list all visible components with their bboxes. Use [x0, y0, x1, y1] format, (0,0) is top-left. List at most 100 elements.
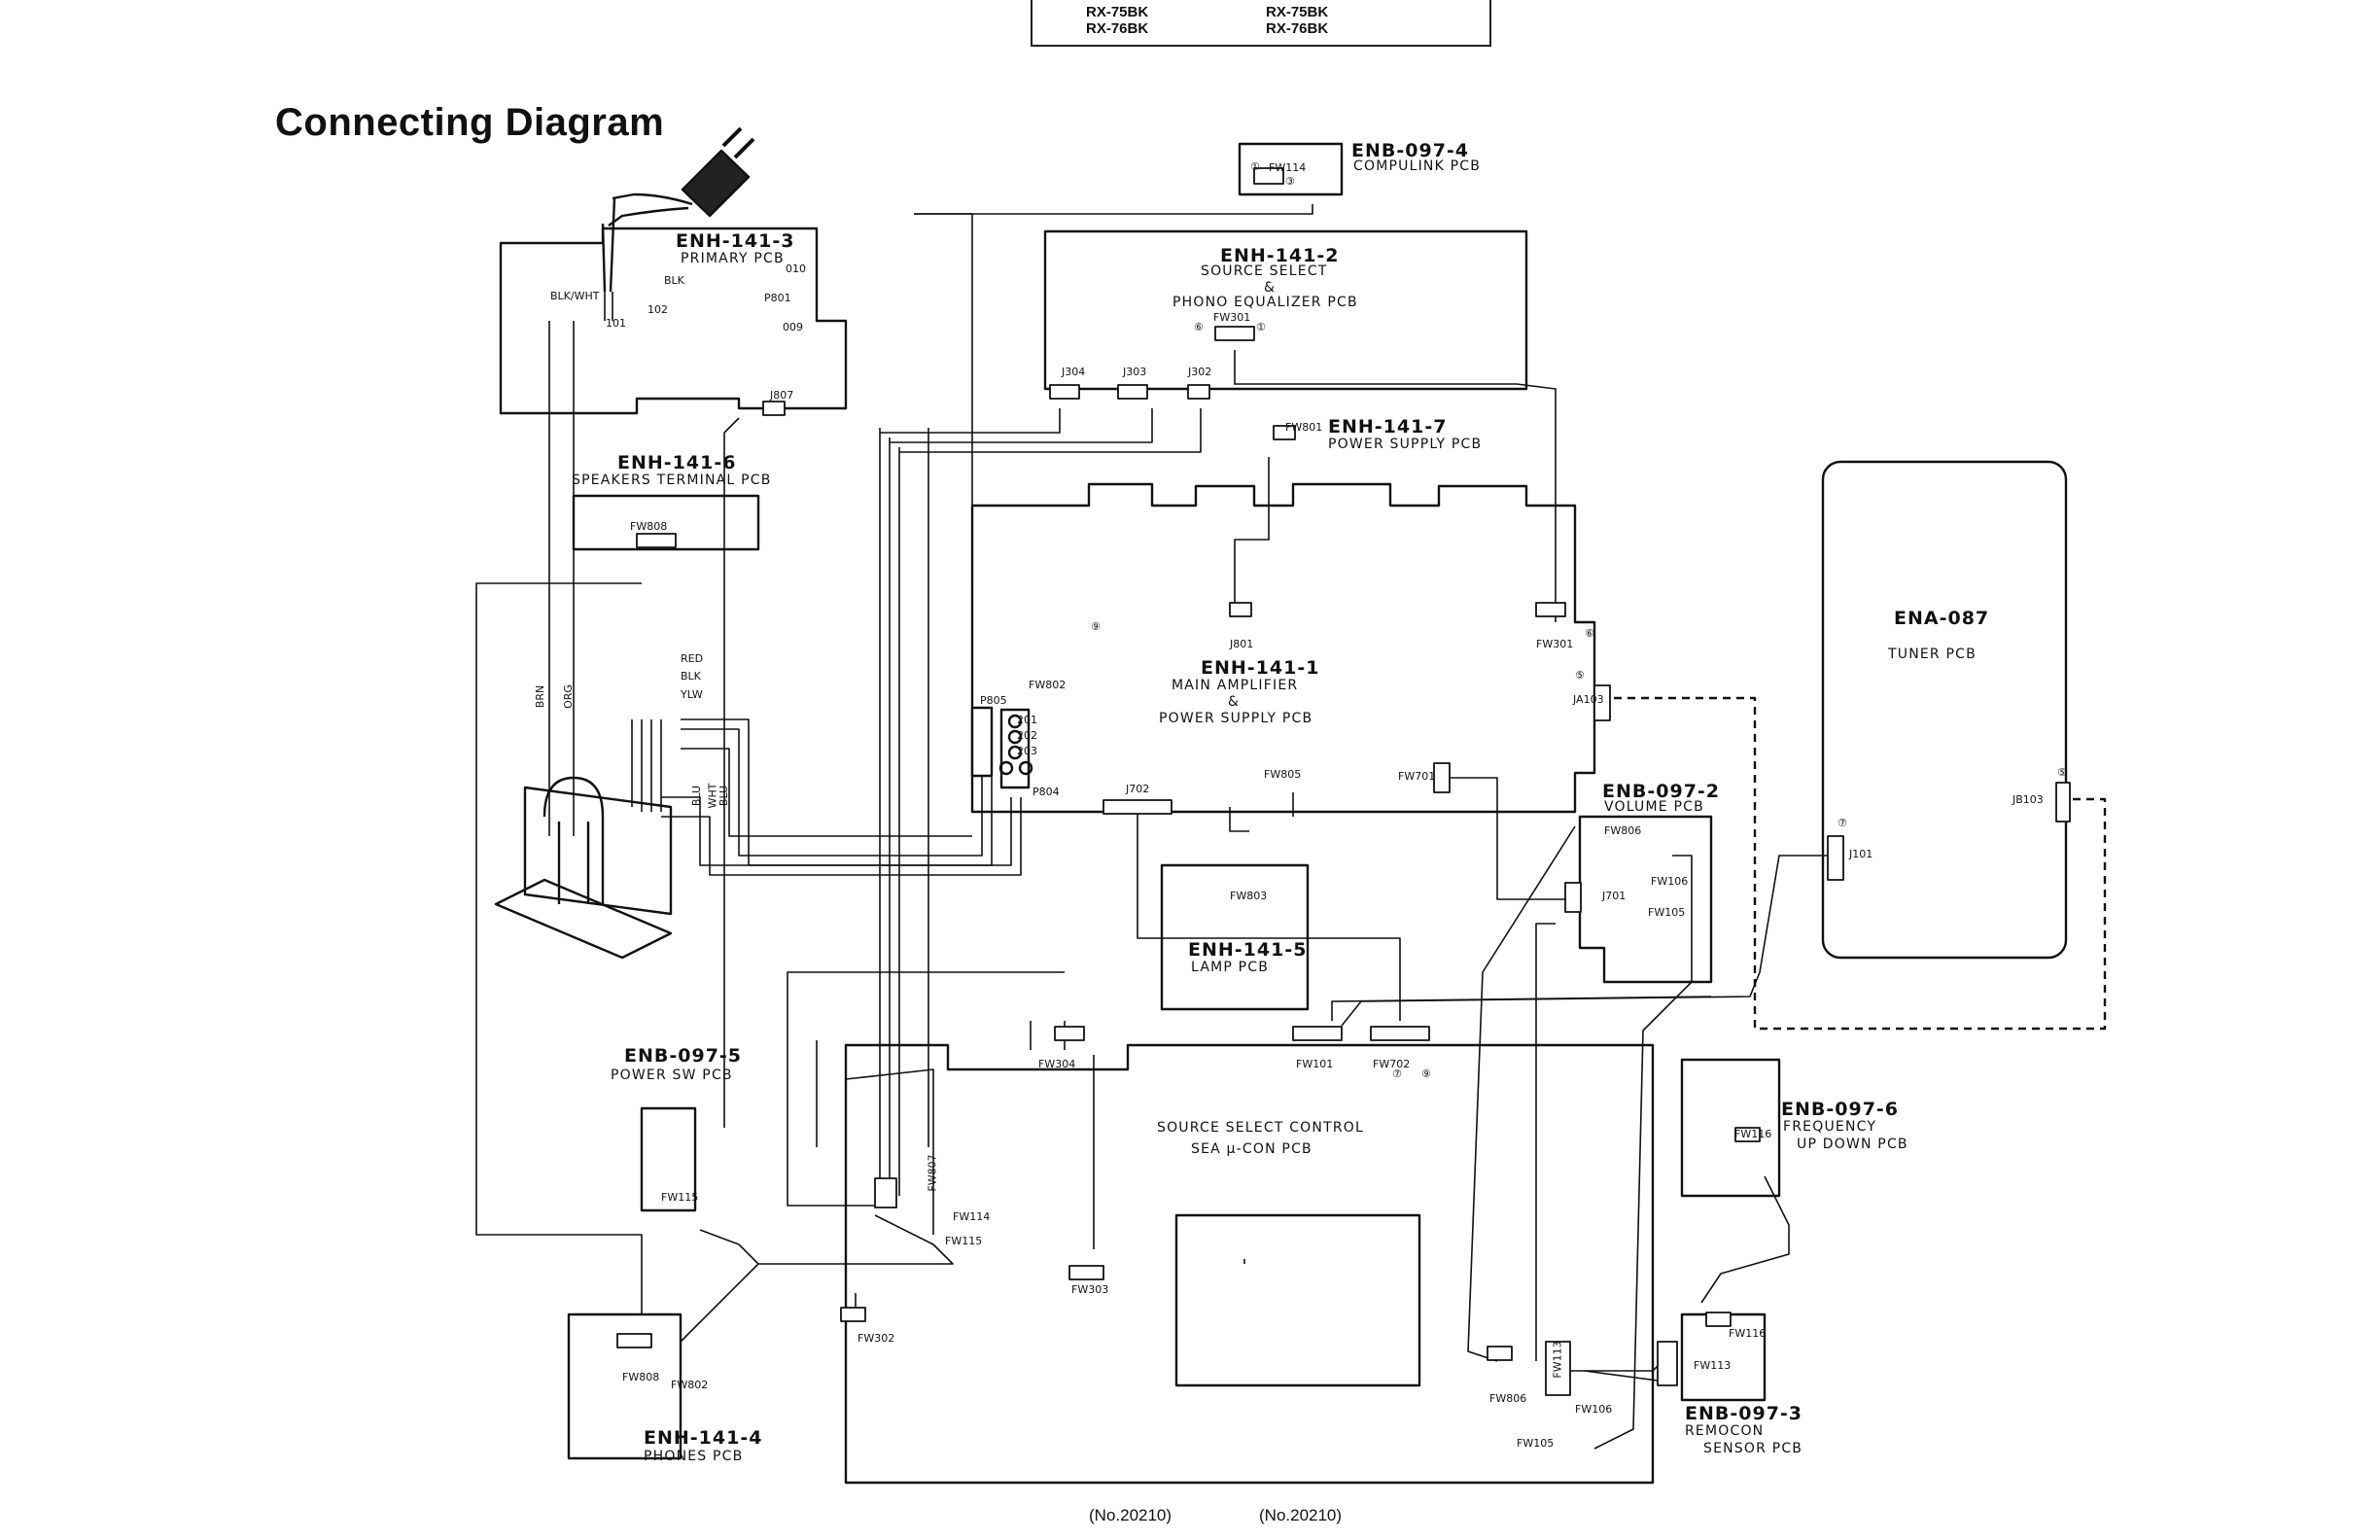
label-volume-id: ENB-097-2 [1602, 781, 1721, 802]
conn-j302: J302 [1188, 366, 1212, 378]
pin-3-compulink: ③ [1285, 175, 1295, 188]
label-tuner-name: TUNER PCB [1888, 647, 1977, 662]
footer-code-right: (No.20210) [1259, 1506, 1343, 1524]
conn-fw806: FW806 [1604, 824, 1642, 837]
label-source-select-amp: & [1264, 280, 1277, 296]
label-lamp-name: LAMP PCB [1191, 960, 1270, 975]
conn-p801: P801 [764, 292, 791, 304]
label-main-amp-id: ENH-141-1 [1201, 657, 1320, 679]
wire-brn: BRN [534, 684, 547, 709]
conn-fw806b: FW806 [1489, 1392, 1527, 1405]
conn-jb103: JB103 [2012, 793, 2044, 806]
conn-j701: J701 [1602, 890, 1627, 902]
label-remocon-id: ENB-097-3 [1685, 1403, 1803, 1424]
transformer-icon [494, 700, 673, 960]
wire-red: RED [681, 652, 704, 665]
terminal-block-p805 [970, 706, 1033, 789]
model-rx75bk-right: RX-75BK [1266, 4, 1329, 20]
model-list-right: RX-75BK RX-76BK [1266, 4, 1328, 37]
wire-org: ORG [561, 684, 575, 709]
label-freq-name: FREQUENCY [1783, 1119, 1877, 1135]
model-rx76bk-left: RX-76BK [1086, 20, 1149, 37]
label-speakers-name: SPEAKERS TERMINAL PCB [572, 472, 772, 488]
label-power-supply-id: ENH-141-7 [1328, 416, 1448, 438]
conn-fw303: FW303 [1071, 1283, 1109, 1296]
label-phones-name: PHONES PCB [644, 1449, 744, 1464]
conn-fw304: FW304 [1038, 1058, 1076, 1070]
label-source-select-name2: PHONO EQUALIZER PCB [1172, 295, 1358, 310]
model-number-box: RX-75BK RX-76BK RX-75BK RX-76BK [1031, 0, 1491, 47]
board-outline-phones [567, 1312, 682, 1460]
conn-fw802: FW802 [1029, 679, 1067, 691]
label-freq-name2: UP DOWN PCB [1797, 1137, 1908, 1152]
board-outline-compulink [1238, 142, 1344, 196]
label-primary-id: ENH-141-3 [676, 230, 795, 252]
label-freq-id: ENB-097-6 [1781, 1099, 1900, 1120]
conn-j807: J807 [770, 389, 794, 402]
label-main-amp-name: MAIN AMPLIFIER [1172, 678, 1299, 693]
conn-101: 101 [606, 317, 626, 330]
pin-7-j101: ⑦ [1838, 817, 1847, 829]
label-power-supply-name: POWER SUPPLY PCB [1328, 437, 1483, 452]
display-window [1174, 1213, 1421, 1387]
model-list-left: RX-75BK RX-76BK [1086, 4, 1148, 37]
conn-ja103: JA103 [1573, 693, 1604, 706]
conn-fw701: FW701 [1398, 770, 1436, 783]
label-power-sw-name: POWER SW PCB [611, 1068, 733, 1083]
model-rx76bk-right: RX-76BK [1266, 20, 1329, 37]
label-source-ctrl-name: SOURCE SELECT CONTROL [1157, 1120, 1364, 1136]
label-power-sw-id: ENB-097-5 [624, 1045, 743, 1067]
conn-fw105: FW105 [1648, 906, 1686, 919]
conn-fw105b: FW105 [1517, 1437, 1555, 1450]
label-remocon-name: REMOCON [1685, 1423, 1765, 1439]
board-outline-source-ctrl [844, 1043, 1655, 1485]
conn-fw808: FW808 [622, 1371, 660, 1383]
conn-fw302: FW302 [858, 1332, 895, 1345]
conn-fw115b: FW115 [945, 1235, 983, 1247]
conn-009: 009 [783, 321, 803, 333]
label-primary-name: PRIMARY PCB [681, 251, 785, 266]
board-outline-primary [499, 227, 848, 415]
conn-p804: P804 [1032, 786, 1060, 798]
conn-fw702: FW702 [1373, 1058, 1411, 1070]
pin-1-compulink: ① [1250, 160, 1260, 173]
conn-102: 102 [648, 303, 668, 316]
conn-p805: P805 [980, 694, 1007, 707]
board-outline-power-sw [640, 1106, 697, 1212]
conn-fw114-top: FW114 [1269, 161, 1307, 174]
conn-fw113b: FW113 [1551, 1341, 1564, 1379]
tuner-dashed-link [1614, 696, 2107, 1031]
label-compulink-name: COMPULINK PCB [1353, 158, 1482, 174]
conn-fw301: FW301 [1213, 311, 1251, 324]
page-title: Connecting Diagram [275, 101, 665, 144]
conn-010: 010 [786, 262, 806, 275]
conn-j801: J801 [1230, 638, 1254, 650]
label-remocon-name2: SENSOR PCB [1703, 1441, 1803, 1456]
label-speakers-id: ENH-141-6 [617, 452, 737, 473]
label-lamp-id: ENH-141-5 [1188, 939, 1308, 961]
board-outline-source-select [1043, 229, 1528, 391]
conn-fw801: FW801 [1285, 421, 1323, 434]
wire-blk2: BLK [681, 670, 701, 682]
conn-fw301b: FW301 [1536, 638, 1574, 650]
conn-j702: J702 [1126, 783, 1150, 795]
pin-5-jb103: ⑤ [2057, 766, 2067, 779]
conn-fw101: FW101 [1296, 1058, 1334, 1070]
label-tuner-id: ENA-087 [1894, 608, 1990, 629]
footer-code-left: (No.20210) [1089, 1506, 1172, 1524]
label-source-select-name: SOURCE SELECT [1201, 263, 1328, 279]
conn-fw106: FW106 [1651, 875, 1689, 888]
conn-fw805: FW805 [1264, 768, 1302, 781]
board-outline-freq [1680, 1058, 1781, 1198]
label-main-amp-name2: POWER SUPPLY PCB [1159, 711, 1313, 726]
conn-fw113: FW113 [1694, 1359, 1732, 1372]
pin-6-fw301: ⑥ [1194, 321, 1204, 333]
conn-fw114: FW114 [953, 1210, 991, 1223]
label-main-amp-amp: & [1228, 694, 1241, 710]
wire-blk-wht: BLK/WHT [550, 290, 600, 302]
pin-6-fw301b: ⑥ [1585, 627, 1594, 640]
model-rx75bk-left: RX-75BK [1086, 4, 1149, 20]
conn-fw116: FW116 [1734, 1128, 1772, 1140]
